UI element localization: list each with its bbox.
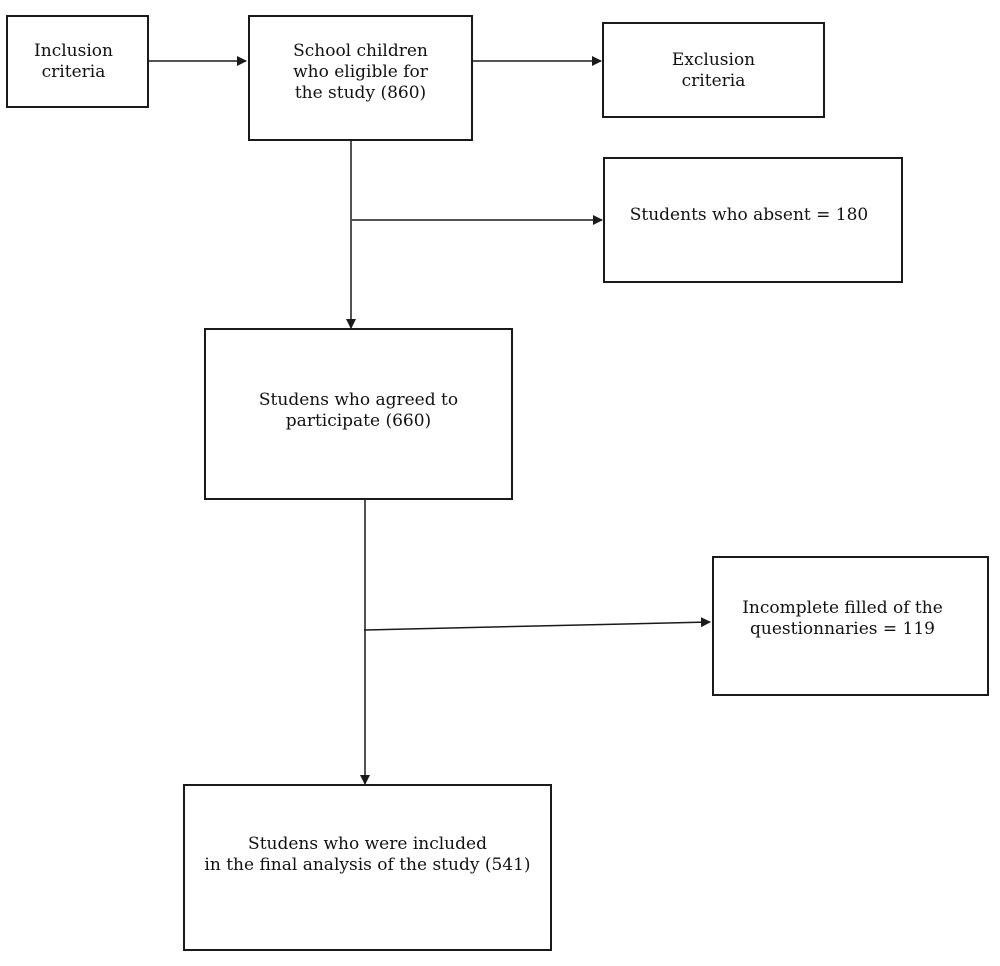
included-students-label: Studens who were included in the final a…: [204, 834, 531, 875]
absent-students-label: Students who absent = 180: [629, 205, 869, 225]
eligible-children-box: School children who eligible for the stu…: [248, 15, 473, 141]
agreed-students-label: Studens who agreed to participate (660): [258, 390, 459, 431]
agreed-students-box: Studens who agreed to participate (660): [204, 328, 513, 500]
inclusion-criteria-box: Inclusion criteria: [6, 15, 149, 108]
eligible-children-label: School children who eligible for the stu…: [293, 41, 428, 103]
incomplete-questionnaires-label: Incomplete filled of the questionnaries …: [742, 598, 943, 639]
arrow-to-incomplete: [363, 617, 711, 631]
absent-students-box: Students who absent = 180: [603, 157, 903, 283]
exclusion-criteria-box: Exclusion criteria: [602, 22, 825, 118]
exclusion-criteria-label: Exclusion criteria: [671, 50, 756, 91]
incomplete-questionnaires-box: Incomplete filled of the questionnaries …: [712, 556, 989, 696]
inclusion-criteria-label: Inclusion criteria: [34, 41, 113, 82]
included-students-box: Studens who were included in the final a…: [183, 784, 552, 951]
